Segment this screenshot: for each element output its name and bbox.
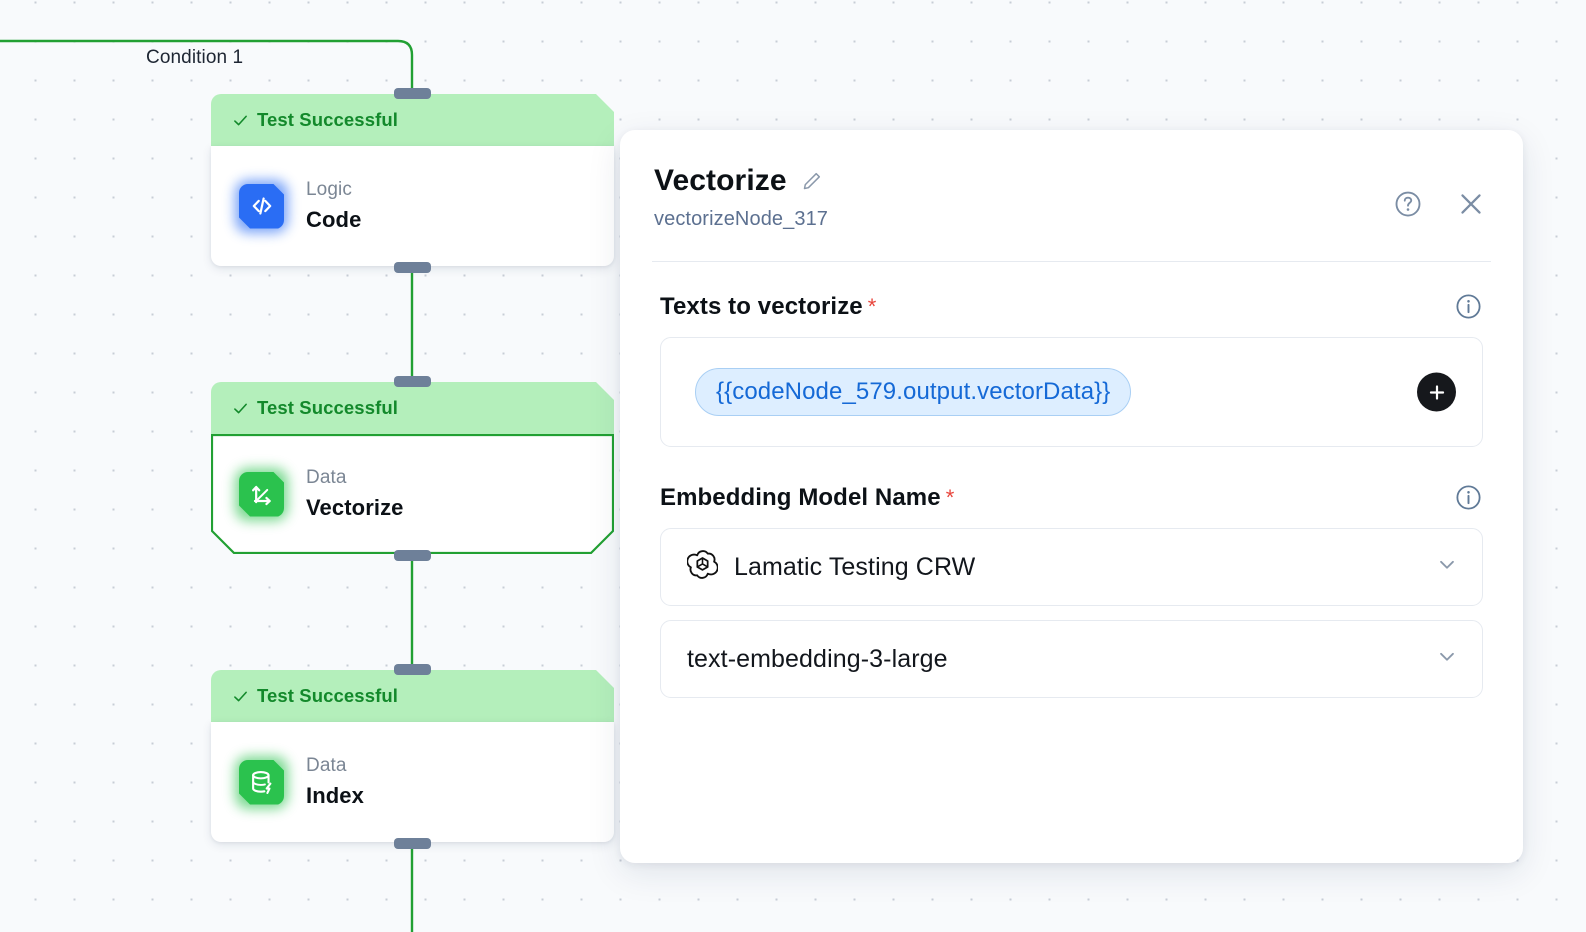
variable-token-chip[interactable]: {{codeNode_579.output.vectorData}} bbox=[695, 368, 1132, 416]
node-body-vectorize[interactable]: Data Vectorize bbox=[211, 434, 614, 554]
workflow-node-vectorize[interactable]: Test Successful Data Vectorize bbox=[211, 382, 614, 554]
check-icon bbox=[233, 113, 248, 128]
embedding-provider-value: Lamatic Testing CRW bbox=[734, 552, 976, 581]
node-title-label: Code bbox=[306, 207, 362, 232]
panel-header: Vectorize vectorizeNode_317 bbox=[620, 130, 1523, 231]
pencil-icon[interactable] bbox=[799, 168, 825, 194]
node-status-banner-vectorize: Test Successful bbox=[211, 382, 614, 434]
node-title-label: Vectorize bbox=[306, 495, 404, 520]
workflow-node-code[interactable]: Test Successful Logic Code bbox=[211, 94, 614, 266]
question-circle-icon[interactable] bbox=[1393, 189, 1423, 219]
embedding-model-value: text-embedding-3-large bbox=[687, 644, 948, 673]
embedding-provider-select[interactable]: Lamatic Testing CRW bbox=[660, 528, 1483, 606]
panel-divider bbox=[652, 261, 1491, 262]
database-bolt-icon bbox=[235, 755, 288, 809]
field-label: Embedding Model Name bbox=[660, 483, 941, 511]
node-handle-vectorize-bottom[interactable] bbox=[394, 550, 431, 561]
node-body-code[interactable]: Logic Code bbox=[211, 146, 614, 266]
node-status-text: Test Successful bbox=[257, 685, 398, 706]
node-handle-index-top[interactable] bbox=[394, 664, 431, 675]
node-config-panel[interactable]: Vectorize vectorizeNode_317 bbox=[620, 130, 1523, 863]
field-texts-to-vectorize-header: Texts to vectorize* bbox=[660, 292, 1483, 321]
node-kind-label: Logic bbox=[306, 179, 352, 200]
node-status-text: Test Successful bbox=[257, 397, 398, 418]
node-status-banner-index: Test Successful bbox=[211, 670, 614, 722]
openai-logo-icon bbox=[686, 549, 719, 585]
node-kind-label: Data bbox=[306, 755, 347, 776]
node-status-banner-code: Test Successful bbox=[211, 94, 614, 146]
plus-icon[interactable] bbox=[1417, 372, 1456, 412]
close-icon[interactable] bbox=[1455, 188, 1487, 220]
panel-title: Vectorize bbox=[654, 164, 787, 197]
node-handle-code-bottom[interactable] bbox=[394, 262, 431, 273]
panel-subtitle: vectorizeNode_317 bbox=[654, 208, 829, 230]
check-icon bbox=[233, 401, 248, 416]
node-title-label: Index bbox=[306, 783, 364, 808]
field-embedding-model-header: Embedding Model Name* bbox=[660, 483, 1483, 512]
node-handle-index-bottom[interactable] bbox=[394, 838, 431, 849]
node-status-text: Test Successful bbox=[257, 109, 398, 130]
required-marker: * bbox=[945, 484, 955, 510]
node-kind-label: Data bbox=[306, 467, 347, 488]
code-brackets-icon bbox=[235, 179, 288, 233]
vector-arrows-icon bbox=[239, 472, 284, 517]
node-body-index[interactable]: Data Index bbox=[211, 722, 614, 842]
texts-to-vectorize-input[interactable]: {{codeNode_579.output.vectorData}} bbox=[660, 337, 1483, 447]
workflow-node-index[interactable]: Test Successful Data Index bbox=[211, 670, 614, 842]
required-marker: * bbox=[867, 293, 877, 319]
chevron-down-icon[interactable] bbox=[1434, 552, 1460, 583]
node-handle-code-top[interactable] bbox=[394, 88, 431, 99]
panel-body: Texts to vectorize* {{codeNode_579.outpu… bbox=[620, 262, 1523, 698]
info-circle-icon[interactable] bbox=[1454, 292, 1483, 321]
chevron-down-icon[interactable] bbox=[1434, 644, 1460, 675]
info-circle-icon[interactable] bbox=[1454, 483, 1483, 512]
node-handle-vectorize-top[interactable] bbox=[394, 376, 431, 387]
embedding-model-select[interactable]: text-embedding-3-large bbox=[660, 620, 1483, 698]
edge-label-condition-1: Condition 1 bbox=[146, 47, 244, 68]
check-icon bbox=[233, 689, 248, 704]
field-label: Texts to vectorize bbox=[660, 292, 863, 320]
